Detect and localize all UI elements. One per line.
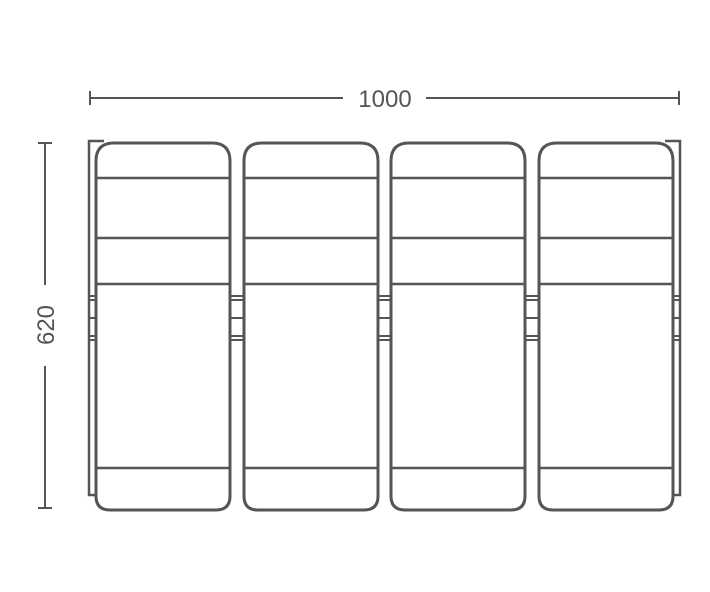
width-label: 1000 bbox=[358, 86, 411, 113]
height-label: 620 bbox=[33, 305, 60, 345]
seat-outline bbox=[389, 141, 527, 512]
height-dimension: 620 bbox=[33, 142, 60, 509]
seat bbox=[537, 141, 675, 512]
armrest-connector bbox=[229, 270, 244, 365]
armrest-connector bbox=[88, 270, 96, 365]
width-dimension: 1000 bbox=[89, 86, 680, 113]
armrest-connector bbox=[672, 270, 680, 365]
seat bbox=[94, 141, 232, 512]
seat bbox=[389, 141, 527, 512]
armrest-connector bbox=[377, 270, 391, 365]
seat-outline bbox=[242, 141, 380, 512]
seats bbox=[88, 141, 680, 512]
seat-outline bbox=[94, 141, 232, 512]
armrest-connector bbox=[524, 270, 539, 365]
seat bbox=[242, 141, 380, 512]
seat-outline bbox=[537, 141, 675, 512]
